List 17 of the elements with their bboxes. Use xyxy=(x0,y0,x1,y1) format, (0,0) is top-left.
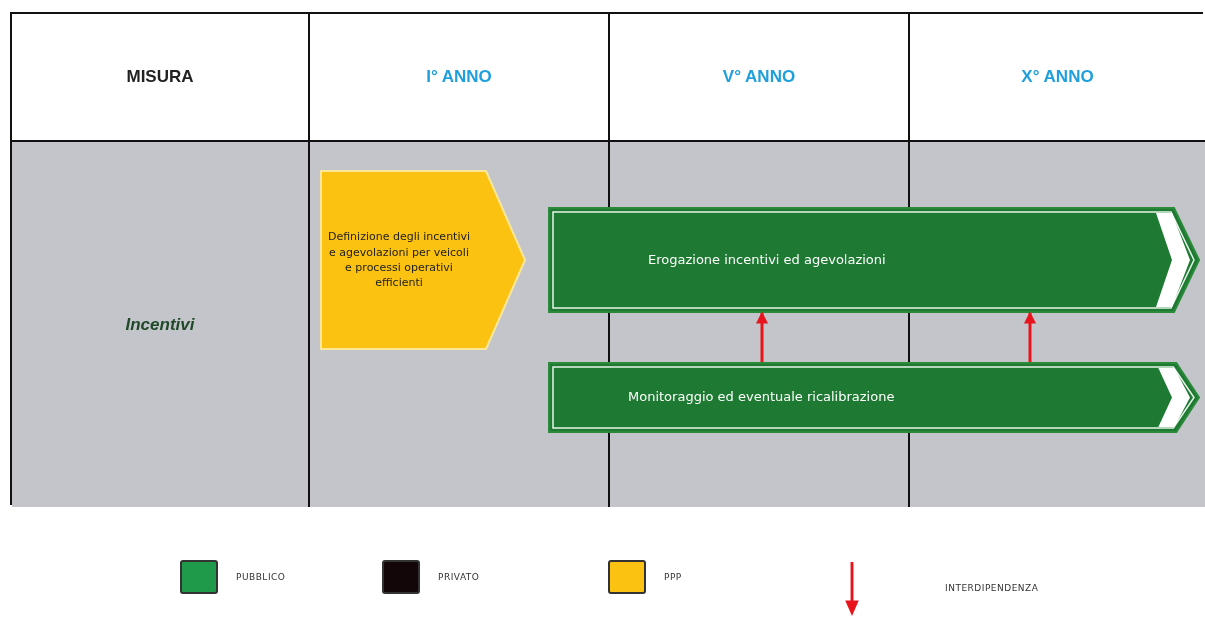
legend-label: PUBBLICO xyxy=(236,572,286,582)
legend-label: INTERDIPENDENZA xyxy=(945,583,1039,593)
legend-label: PRIVATO xyxy=(438,572,480,582)
column-header: MISURA xyxy=(126,67,194,87)
node-label: Definizione degli incentivi e agevolazioni per veicoli e processi operativi efficienti xyxy=(326,229,472,291)
node-label: Monitoraggio ed eventuale ricalibrazione xyxy=(628,388,895,407)
column-header: V° ANNO xyxy=(722,67,796,87)
node-label: Erogazione incentivi ed agevolazioni xyxy=(648,250,886,269)
row-label: Incentivi xyxy=(125,314,195,335)
column-header: I° ANNO xyxy=(426,67,492,87)
process-pentagon xyxy=(320,170,526,350)
legend-label: PPP xyxy=(664,572,682,582)
process-bar xyxy=(548,207,1200,313)
arrow xyxy=(756,311,768,362)
column-header: X° ANNO xyxy=(1021,67,1094,87)
process-bar xyxy=(548,362,1200,433)
arrow xyxy=(1024,311,1036,362)
